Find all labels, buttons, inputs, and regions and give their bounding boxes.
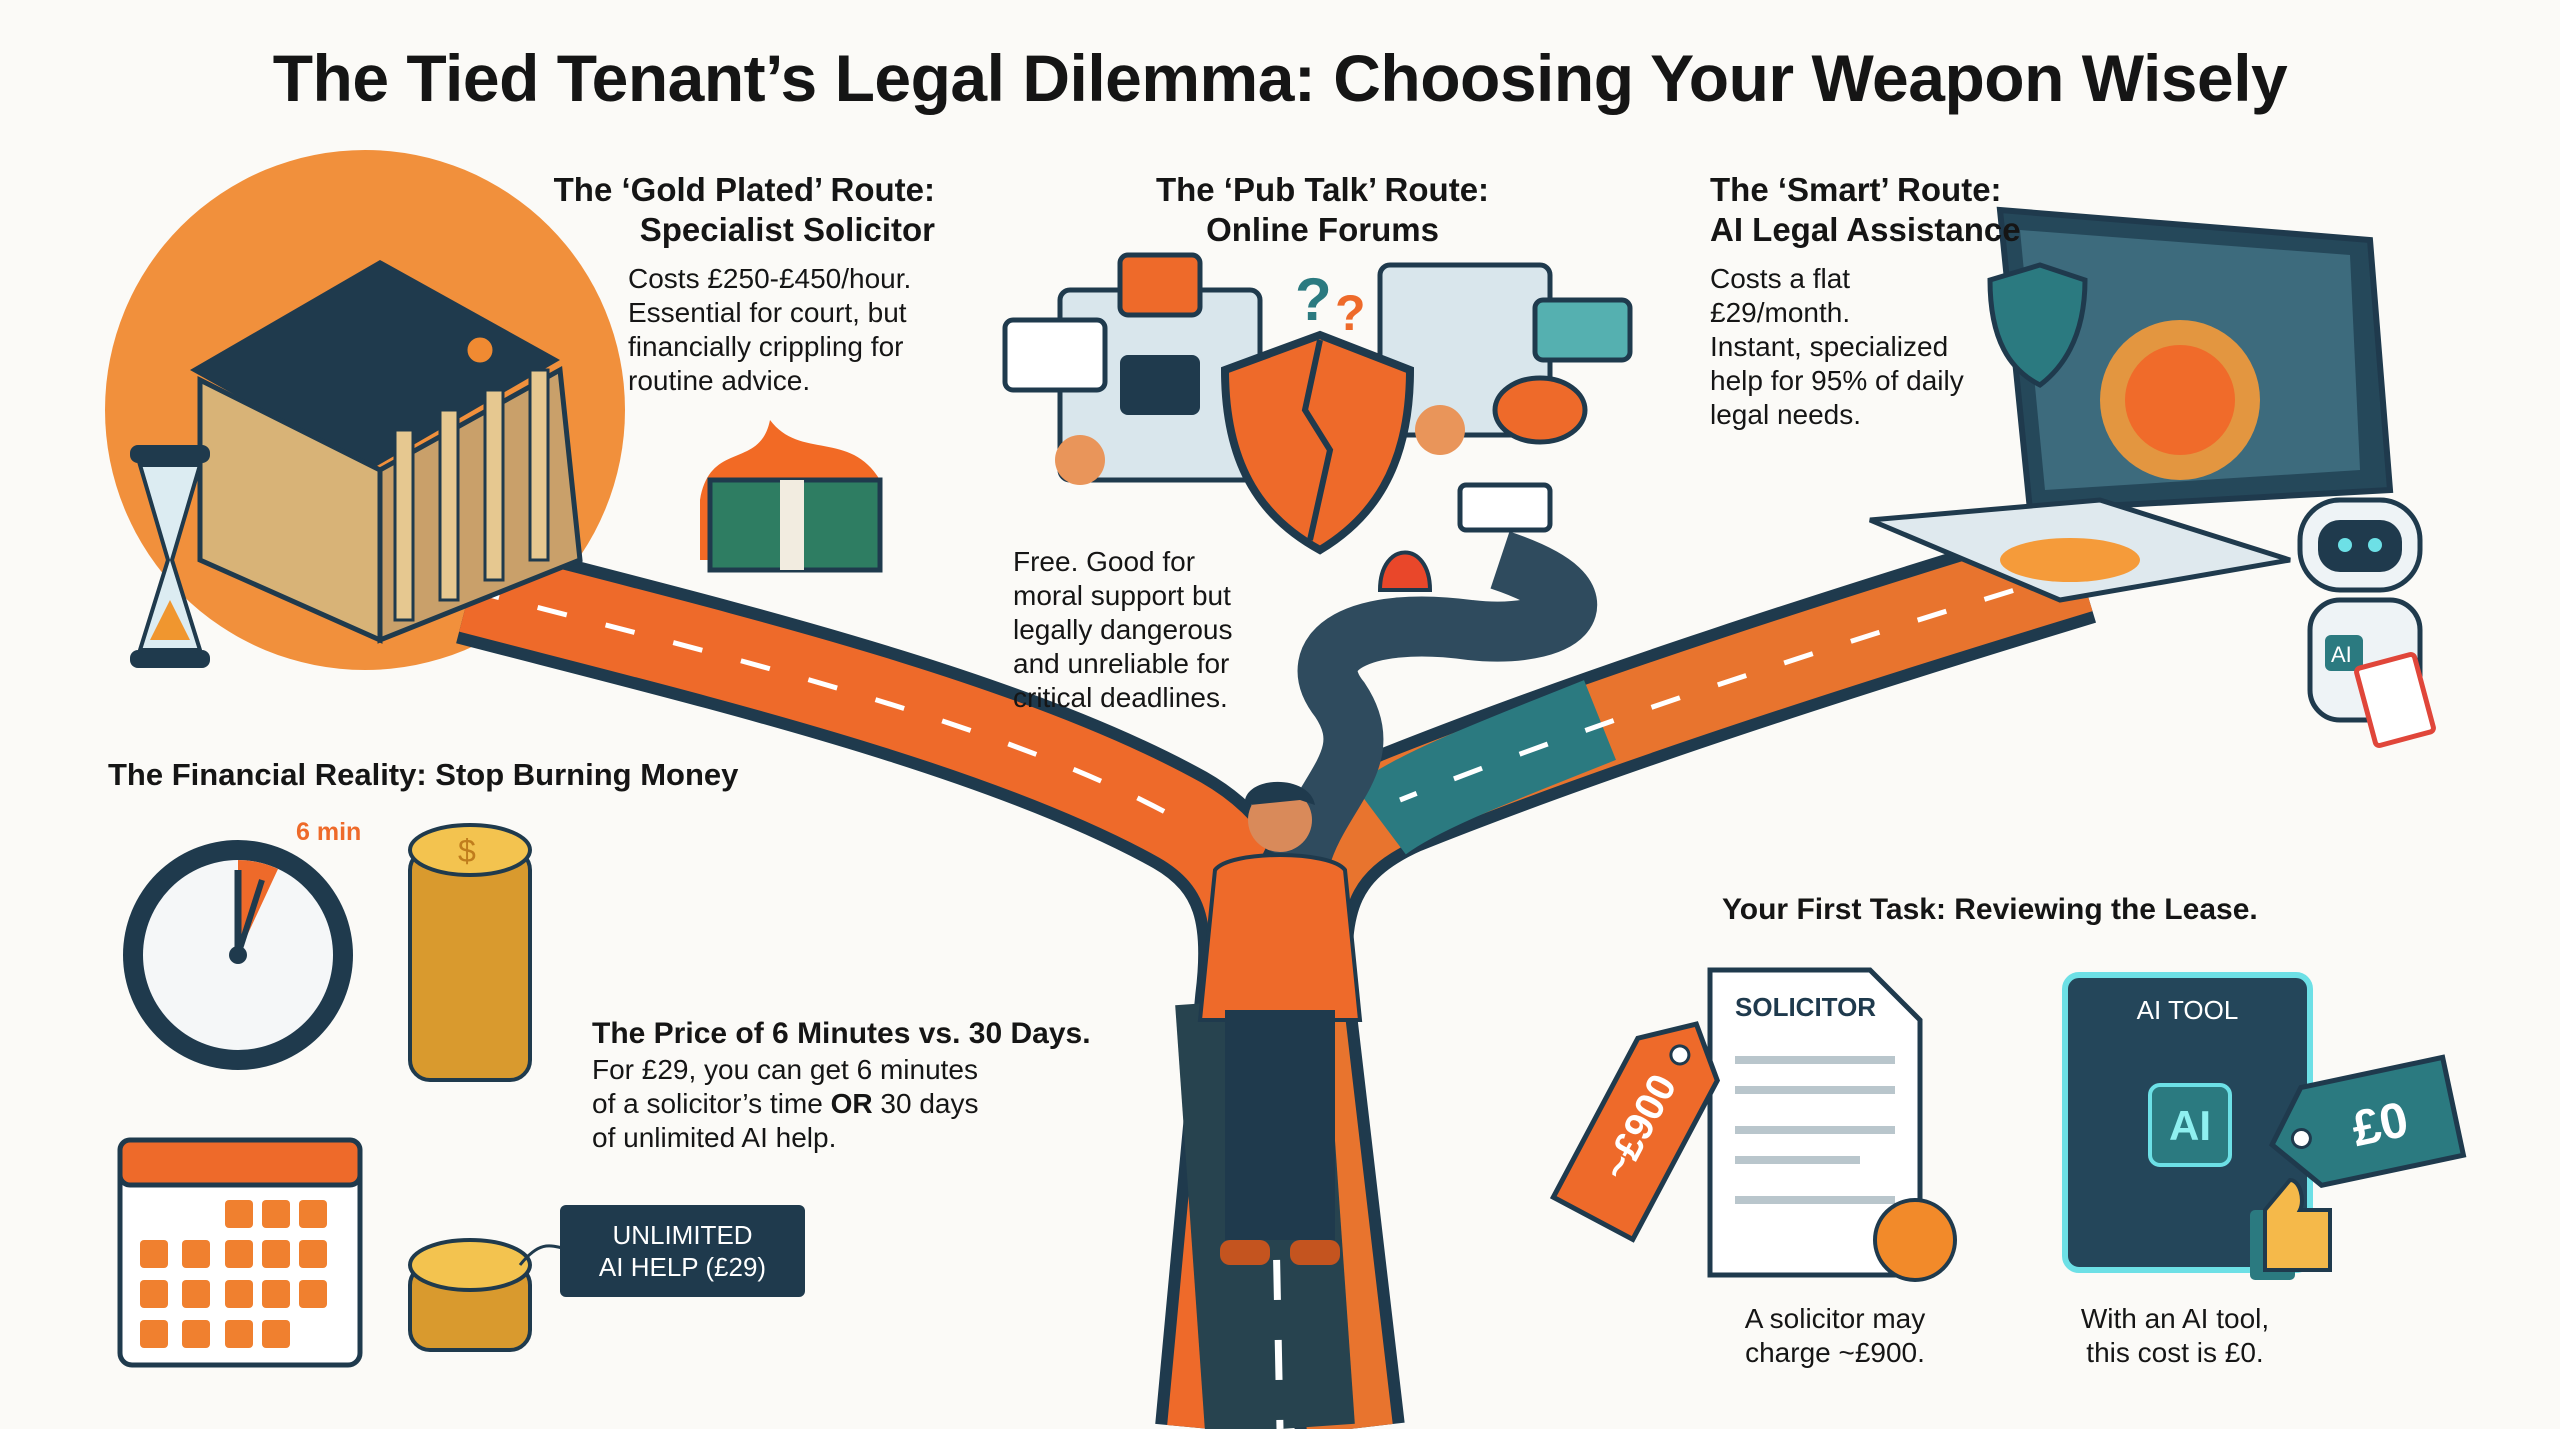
price-text: 30 days <box>872 1088 979 1119</box>
forum-chat-icons: ? ? <box>1002 252 1633 592</box>
body-line: Costs £250-£450/hour. <box>628 263 912 294</box>
price-line: For £29, you can get 6 minutes <box>592 1054 978 1085</box>
body-line: financially crippling for <box>628 331 904 362</box>
body-line: Costs a flat <box>1710 263 1851 294</box>
coin-stack-icon: $ <box>408 823 532 1082</box>
alarm-light-icon <box>1377 550 1433 592</box>
tag-line: AI HELP (£29) <box>598 1252 767 1282</box>
price-heading: The Price of 6 Minutes vs. 30 Days. <box>592 1017 1091 1050</box>
solicitor-price-tag <box>1549 1021 1721 1243</box>
financial-heading: The Financial Reality: Stop Burning Mone… <box>108 757 739 792</box>
body-line: moral support but <box>1013 580 1231 611</box>
route-heading: AI Legal Assistance <box>1710 211 2021 248</box>
svg-text:?: ? <box>1335 285 1366 341</box>
route-heading: The ‘Pub Talk’ Route: <box>1155 171 1490 208</box>
clock-icon <box>123 840 353 1070</box>
body-line: help for 95% of daily <box>1710 365 1964 396</box>
caption-line: this cost is £0. <box>2086 1337 2264 1368</box>
angry-face-icon <box>1873 1198 1957 1282</box>
body-line: Free. Good for <box>1013 546 1196 577</box>
laptop-ai-icon <box>1869 206 2394 603</box>
small-coin-stack-icon <box>408 1238 571 1352</box>
body-line: and unreliable for <box>1013 648 1230 679</box>
body-line: legal needs. <box>1710 399 1862 430</box>
first-task-heading: Your First Task: Reviewing the Lease. <box>1722 893 2258 926</box>
body-line: legally dangerous <box>1013 614 1233 645</box>
price-emphasis: OR <box>830 1088 873 1119</box>
ai-doc-label: AI TOOL <box>2136 995 2239 1025</box>
unlimited-ai-tag: UNLIMITED AI HELP (£29) <box>560 1205 805 1297</box>
scales-shield-icon <box>1987 262 2088 388</box>
caption-line: A solicitor may <box>1744 1303 1926 1334</box>
route-solicitor-body: Costs £250-£450/hour. Essential for cour… <box>628 262 911 398</box>
clock-label: 6 min <box>296 818 361 847</box>
body-line: critical deadlines. <box>1013 682 1228 713</box>
person-figure <box>1197 781 1363 1265</box>
route-forums-body: Free. Good for moral support but legally… <box>1013 545 1233 715</box>
route-forums: The ‘Pub Talk’ Route: Online Forums <box>1120 170 1525 250</box>
route-heading: Online Forums <box>1206 211 1439 248</box>
price-text: of a solicitor’s time <box>592 1088 831 1119</box>
ai-price-tag <box>2268 1054 2467 1189</box>
solicitor-caption: A solicitor may charge ~£900. <box>1700 1302 1970 1370</box>
solicitor-doc-label: SOLICITOR <box>1735 992 1877 1022</box>
caption-line: charge ~£900. <box>1745 1337 1925 1368</box>
route-solicitor: The ‘Gold Plated’ Route: Specialist Soli… <box>540 170 935 250</box>
svg-text:$: $ <box>458 833 476 869</box>
body-line: routine advice. <box>628 365 811 396</box>
hourglass-icon <box>130 445 210 668</box>
ai-chip-label: AI <box>2169 1102 2211 1149</box>
price-comparison: The Price of 6 Minutes vs. 30 Days. For … <box>592 1015 1091 1155</box>
forum-road <box>1271 531 1597 870</box>
price-line: of unlimited AI help. <box>592 1122 837 1153</box>
route-ai: The ‘Smart’ Route: AI Legal Assistance <box>1710 170 2021 250</box>
page-title: The Tied Tenant’s Legal Dilemma: Choosin… <box>272 41 2288 115</box>
tag-line: UNLIMITED <box>612 1220 753 1250</box>
robot-badge: AI <box>2331 642 2352 667</box>
broken-shield-icon <box>1220 330 1415 555</box>
burning-money-icon <box>700 420 883 573</box>
calendar-icon <box>117 1137 363 1368</box>
thumbs-up-icon <box>2263 1177 2332 1272</box>
route-heading: The ‘Gold Plated’ Route: <box>553 171 935 208</box>
route-ai-body: Costs a flat £29/month. Instant, special… <box>1710 262 1964 432</box>
svg-text:?: ? <box>1295 266 1332 333</box>
route-heading: Specialist Solicitor <box>639 211 935 248</box>
clock-label-text: 6 min <box>296 818 362 846</box>
ai-caption: With an AI tool, this cost is £0. <box>2040 1302 2310 1370</box>
courthouse-icon <box>190 260 583 644</box>
robot-icon: AI <box>2297 497 2436 749</box>
body-line: £29/month. <box>1710 297 1851 328</box>
price-line: of a solicitor’s time OR 30 days <box>592 1087 1091 1121</box>
body-line: Instant, specialized <box>1710 331 1949 362</box>
body-line: Essential for court, but <box>628 297 907 328</box>
caption-line: With an AI tool, <box>2080 1303 2270 1334</box>
ai-tool-device-icon <box>2062 972 2332 1280</box>
solicitor-document-icon <box>1707 967 1957 1282</box>
route-heading: The ‘Smart’ Route: <box>1710 171 2002 208</box>
